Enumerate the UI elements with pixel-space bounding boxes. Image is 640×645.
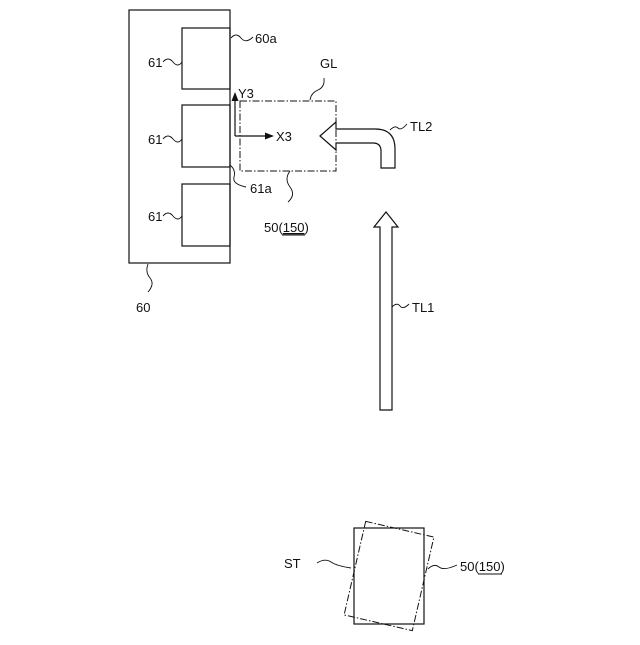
station-61-top: [182, 28, 230, 89]
leader-60a: [231, 35, 253, 41]
leader-60: [147, 264, 152, 292]
label-50-bottom: 50(150): [460, 559, 505, 574]
substrate-50-rotated: [344, 521, 434, 630]
label-61a: 61a: [250, 181, 272, 196]
leader-tl1: [392, 304, 409, 308]
label-tl1: TL1: [412, 300, 434, 315]
label-61-bottom: 61: [148, 209, 162, 224]
stage-st: [354, 528, 424, 624]
label-st: ST: [284, 556, 301, 571]
leader-61-middle: [163, 136, 182, 142]
leader-61a: [230, 165, 246, 187]
leader-61-top: [163, 59, 182, 65]
leader-50-top: [287, 171, 293, 202]
label-y3: Y3: [238, 86, 254, 101]
leader-st: [317, 560, 351, 568]
label-x3: X3: [276, 129, 292, 144]
label-tl2: TL2: [410, 119, 432, 134]
axis-x3-arrowhead: [265, 133, 274, 140]
label-150-bottom: 150: [479, 559, 501, 574]
label-60a: 60a: [255, 31, 277, 46]
leader-tl2: [390, 124, 407, 130]
frame-60: [129, 10, 230, 263]
transfer-path-tl1-arrow: [374, 212, 398, 410]
label-61-top: 61: [148, 55, 162, 70]
label-61-middle: 61: [148, 132, 162, 147]
label-150-top: 150: [283, 220, 305, 235]
transfer-path-tl2-arrow: [320, 122, 395, 168]
label-gl: GL: [320, 56, 337, 71]
leader-gl: [310, 78, 324, 100]
station-61-middle: [182, 105, 230, 167]
label-60: 60: [136, 300, 150, 315]
label-50-top: 50(150): [264, 220, 309, 235]
leader-50-bottom: [428, 565, 457, 569]
leader-61-bottom: [163, 213, 182, 219]
station-61-bottom: [182, 184, 230, 246]
